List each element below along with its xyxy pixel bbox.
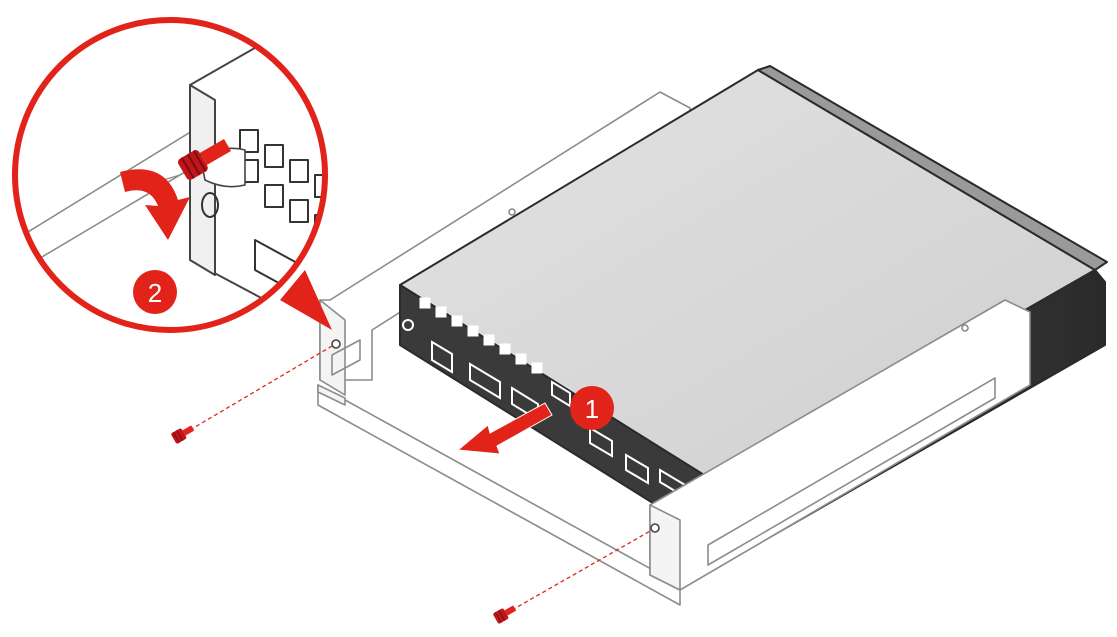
screw-guide-line-right <box>511 529 653 611</box>
zoom-pointer <box>280 270 332 330</box>
arrow-left-icon <box>456 402 553 455</box>
step-badge-1: 1 <box>570 386 614 430</box>
step-number: 2 <box>148 278 162 308</box>
screw-guide-line-left <box>189 345 333 431</box>
screw-icon <box>177 138 232 180</box>
screw-icon <box>171 425 195 444</box>
step-badge-2: 2 <box>133 270 177 314</box>
curved-arrow-icon <box>120 169 190 240</box>
screw-hole-left <box>331 339 341 349</box>
screw-hole-right <box>650 523 660 533</box>
zoom-detail: 2 <box>12 17 328 333</box>
screw-icon <box>493 605 517 624</box>
step-number: 1 <box>585 394 599 424</box>
